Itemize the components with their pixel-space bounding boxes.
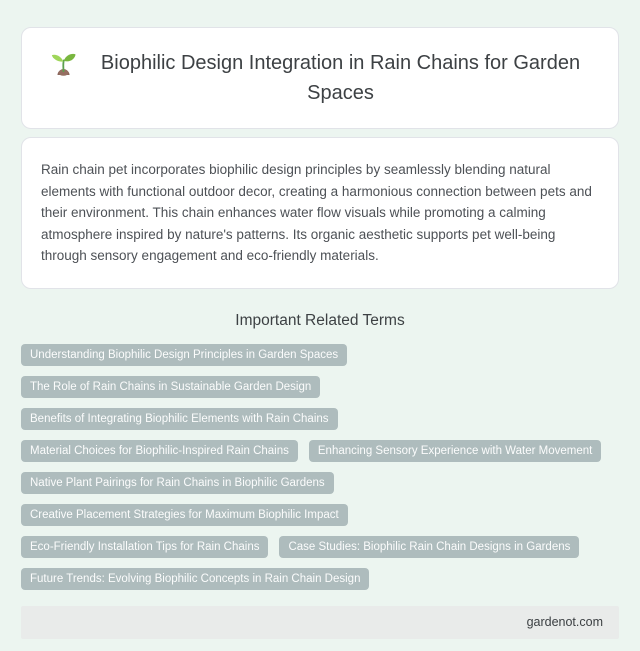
term-tag[interactable]: Case Studies: Biophilic Rain Chain Desig…: [279, 535, 580, 558]
terms-row: Material Choices for Biophilic-Inspired …: [21, 439, 619, 462]
terms-row: Creative Placement Strategies for Maximu…: [21, 503, 619, 526]
footer-site-name: gardenot.com: [526, 615, 603, 630]
term-tag[interactable]: Future Trends: Evolving Biophilic Concep…: [21, 567, 370, 590]
summary-card: Rain chain pet incorporates biophilic de…: [21, 137, 619, 289]
term-tag[interactable]: Native Plant Pairings for Rain Chains in…: [21, 471, 334, 494]
term-tag[interactable]: Understanding Biophilic Design Principle…: [21, 343, 348, 366]
terms-row: Understanding Biophilic Design Principle…: [21, 343, 619, 366]
term-tag[interactable]: The Role of Rain Chains in Sustainable G…: [21, 375, 321, 398]
related-terms-heading: Important Related Terms: [235, 311, 405, 329]
terms-row: Future Trends: Evolving Biophilic Concep…: [21, 567, 619, 590]
related-terms-list: Understanding Biophilic Design Principle…: [21, 343, 619, 590]
term-tag[interactable]: Benefits of Integrating Biophilic Elemen…: [21, 407, 338, 430]
seedling-icon: [50, 51, 77, 83]
footer-bar: gardenot.com: [21, 605, 619, 639]
term-tag[interactable]: Creative Placement Strategies for Maximu…: [21, 503, 348, 526]
term-tag[interactable]: Enhancing Sensory Experience with Water …: [308, 439, 602, 462]
terms-row: The Role of Rain Chains in Sustainable G…: [21, 375, 619, 398]
terms-row: Native Plant Pairings for Rain Chains in…: [21, 471, 619, 494]
term-tag[interactable]: Eco-Friendly Installation Tips for Rain …: [21, 535, 269, 558]
summary-text: Rain chain pet incorporates biophilic de…: [41, 162, 592, 264]
term-tag[interactable]: Material Choices for Biophilic-Inspired …: [21, 439, 298, 462]
terms-row: Eco-Friendly Installation Tips for Rain …: [21, 535, 619, 558]
terms-row: Benefits of Integrating Biophilic Elemen…: [21, 407, 619, 430]
page-title: Biophilic Design Integration in Rain Cha…: [100, 52, 581, 104]
header-card: Biophilic Design Integration in Rain Cha…: [21, 27, 619, 129]
